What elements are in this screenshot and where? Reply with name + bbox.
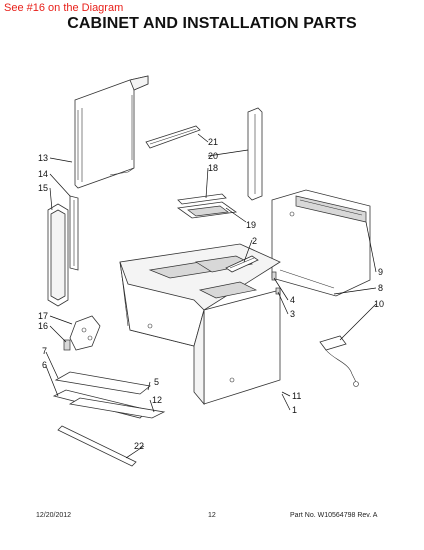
part-13-panel (74, 75, 149, 189)
callout-18: 18 (208, 163, 218, 173)
part-17-control-board (63, 315, 101, 351)
callout-labels: 13 14 15 17 16 7 6 5 12 22 21 20 18 19 2… (38, 137, 384, 451)
callout-9: 9 (378, 267, 383, 277)
callout-15: 15 (38, 183, 48, 193)
page-title: CABINET AND INSTALLATION PARTS (67, 15, 357, 32)
callout-19: 19 (246, 220, 256, 230)
footer-part-number: Part No. W10564798 Rev. A (290, 512, 378, 519)
diagram-reference-note: See #16 on the Diagram (4, 2, 124, 14)
part-7-door-trim (52, 371, 166, 419)
callout-21: 21 (208, 137, 218, 147)
callout-11: 11 (292, 391, 301, 401)
callout-12: 12 (152, 395, 162, 405)
callout-20: 20 (208, 151, 218, 161)
footer-date: 12/20/2012 (36, 512, 72, 519)
callout-14: 14 (38, 169, 48, 179)
part-21-rail (145, 125, 201, 149)
part-2-grille (225, 255, 259, 273)
part-22-rail (57, 425, 137, 467)
callout-8: 8 (378, 283, 383, 293)
callout-7: 7 (42, 346, 47, 356)
part-4-screw (271, 271, 281, 295)
callout-16: 16 (38, 321, 48, 331)
footer-page-number: 12 (208, 512, 216, 519)
part-10-cord (319, 335, 359, 387)
callout-22: 22 (134, 441, 144, 451)
part-20-bar (177, 193, 227, 205)
callout-5: 5 (154, 377, 159, 387)
callout-1: 1 (292, 405, 297, 415)
callout-17: 17 (38, 311, 48, 321)
callout-4: 4 (290, 295, 295, 305)
part-19-plate (176, 201, 238, 219)
callout-3: 3 (290, 309, 295, 319)
leader-lines (45, 133, 377, 459)
part-1-cabinet (119, 243, 281, 406)
callout-6: 6 (42, 360, 47, 370)
part-14-strip (69, 195, 79, 271)
callout-2: 2 (252, 236, 257, 246)
callout-13: 13 (38, 153, 48, 163)
part-18-bracket (247, 107, 263, 201)
part-8-rear-plate (271, 189, 371, 297)
callout-10: 10 (374, 299, 384, 309)
part-15-side-panel (47, 203, 69, 307)
